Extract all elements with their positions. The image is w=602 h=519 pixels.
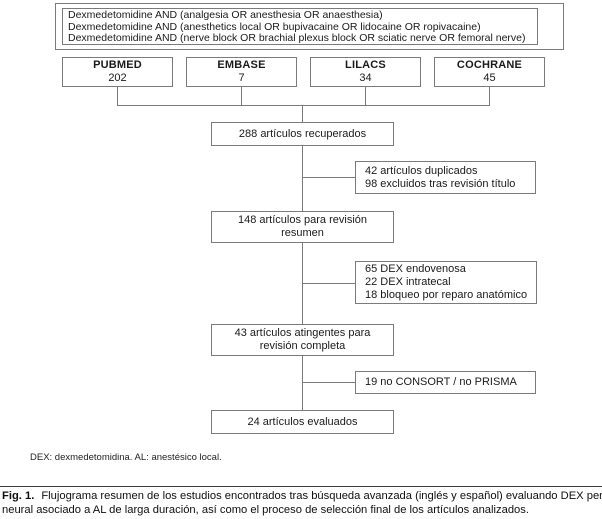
connector-line	[302, 146, 303, 211]
database-name: COCHRANE	[456, 59, 523, 71]
figure-caption: Fig. 1. Flujograma resumen de los estudio…	[2, 490, 602, 517]
flow-box-retrieved: 288 artículos recuperados	[211, 122, 394, 146]
flow-box-label: 24 artículos evaluados	[247, 415, 358, 428]
caption-divider	[0, 486, 602, 487]
caption-text: Flujograma resumen de los estudios encon…	[41, 490, 602, 502]
connector-line	[117, 105, 490, 106]
exclusion-box-duplicates: 42 artículos duplicados 98 excluidos tra…	[355, 161, 536, 194]
flow-box-label: resumen	[281, 227, 324, 239]
exclusion-line: 42 artículos duplicados	[365, 164, 478, 177]
flow-box-label: revisión completa	[259, 340, 346, 352]
search-query-line: Dexmedetomidine AND (analgesia OR anesth…	[68, 9, 383, 21]
database-name: PUBMED	[93, 59, 142, 71]
figure-label: Fig. 1.	[2, 490, 35, 502]
exclusion-line: 98 excluidos tras revisión título	[365, 177, 516, 190]
flow-box-abstract-review: 148 artículos para revisión resumen	[211, 211, 394, 243]
database-count: 202	[108, 72, 127, 84]
exclusion-line: 65 DEX endovenosa	[365, 263, 466, 275]
exclusion-line: 18 bloqueo por reparo anatómico	[365, 289, 528, 301]
database-count: 45	[483, 72, 496, 84]
caption-line: neural asociado a AL de larga duración, …	[2, 503, 529, 516]
exclusion-box-no-consort: 19 no CONSORT / no PRISMA	[355, 371, 536, 394]
caption-line: Fig. 1. Flujograma resumen de los estudio…	[2, 490, 602, 504]
search-strategy-box: Dexmedetomidine AND (analgesia OR anesth…	[62, 8, 538, 45]
flow-box-label: 148 artículos para revisión	[237, 214, 367, 226]
search-query-line: Dexmedetomidine AND (anesthetics local O…	[68, 20, 481, 33]
connector-line	[302, 382, 355, 383]
flow-box-label: 288 artículos recuperados	[238, 127, 367, 140]
database-count: 7	[238, 72, 245, 84]
database-name: EMBASE	[217, 59, 266, 71]
exclusion-line: 22 DEX intratecal	[365, 276, 451, 288]
database-box-pubmed: PUBMED 202	[62, 57, 173, 87]
connector-line	[117, 87, 118, 105]
connector-line	[241, 87, 242, 105]
exclusion-line: 19 no CONSORT / no PRISMA	[365, 376, 517, 388]
search-strategy-outer-box: Dexmedetomidine AND (analgesia OR anesth…	[55, 3, 564, 50]
database-box-embase: EMBASE 7	[186, 57, 297, 87]
database-box-cochrane: COCHRANE 45	[434, 57, 545, 87]
exclusion-box-dex-types: 65 DEX endovenosa 22 DEX intratecal 18 b…	[355, 261, 537, 304]
connector-line	[302, 283, 355, 284]
flow-box-label: 43 artículos atingentes para	[234, 327, 371, 339]
search-query-line: Dexmedetomidine AND (nerve block OR brac…	[68, 32, 526, 45]
connector-line	[302, 105, 303, 122]
database-box-lilacs: LILACS 34	[310, 57, 421, 87]
database-count: 34	[359, 72, 372, 84]
connector-line	[365, 87, 366, 105]
flow-box-full-review: 43 artículos atingentes para revisión co…	[211, 324, 394, 356]
abbreviations-footnote: DEX: dexmedetomidina. AL: anestésico loc…	[30, 452, 222, 463]
flow-box-evaluated: 24 artículos evaluados	[211, 410, 394, 434]
connector-line	[489, 87, 490, 105]
connector-line	[302, 356, 303, 410]
connector-line	[302, 177, 355, 178]
database-name: LILACS	[345, 59, 386, 71]
